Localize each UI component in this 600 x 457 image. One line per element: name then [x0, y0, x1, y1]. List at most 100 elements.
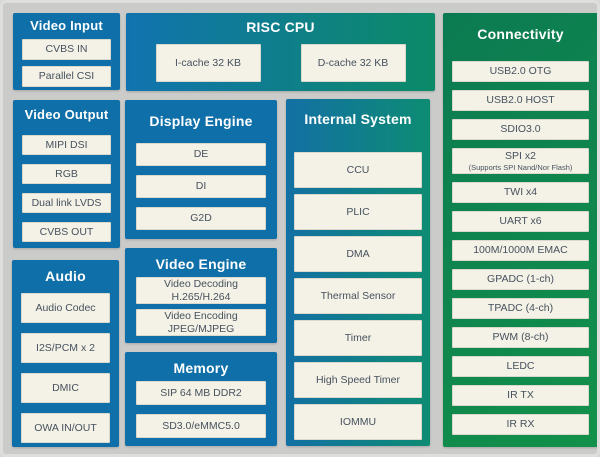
module-box: Audio Codec	[21, 293, 110, 323]
module-label: Video Decoding	[164, 278, 238, 290]
risc-cpu-block: RISC CPU I-cache 32 KB D-cache 32 KB	[126, 13, 435, 91]
module-label: D-cache 32 KB	[317, 56, 389, 69]
display-engine-block: Display Engine DE DI G2D	[125, 100, 277, 239]
module-label: DI	[195, 180, 207, 193]
module-label: OWA IN/OUT	[34, 421, 97, 434]
module-label: USB2.0 OTG	[489, 65, 552, 78]
audio-title: Audio	[45, 268, 86, 284]
video-output-block: Video Output MIPI DSI RGB Dual link LVDS CV…	[13, 100, 120, 248]
module-label: LEDC	[506, 359, 535, 372]
module-label: Thermal Sensor	[320, 289, 396, 302]
module-box: DMIC	[21, 373, 110, 403]
module-box: D-cache 32 KB	[300, 44, 406, 82]
module-label: SPI x2	[505, 150, 536, 162]
module-box: TWI x4	[452, 181, 589, 203]
module-box: SPI x2(Supports SPI Nand/Nor Flash)	[452, 148, 589, 174]
module-box: High Speed Timer	[294, 362, 422, 398]
video-input-block: Video Input CVBS IN Parallel CSI	[13, 13, 120, 90]
module-label: MIPI DSI	[45, 138, 88, 151]
module-label: IOMMU	[339, 415, 377, 428]
module-label: H.265/H.264	[171, 290, 231, 303]
module-label: UART x6	[499, 214, 542, 227]
module-box: I-cache 32 KB	[155, 44, 261, 82]
memory-title: Memory	[173, 360, 229, 376]
module-box: SIP 64 MB DDR2	[136, 381, 266, 405]
risc-cpu-title: RISC CPU	[246, 19, 315, 35]
module-label: SD3.0/eMMC5.0	[162, 419, 240, 432]
module-label: IR RX	[506, 417, 535, 430]
module-box: USB2.0 OTG	[452, 61, 589, 82]
module-label: Video Encoding	[164, 310, 238, 322]
connectivity-title: Connectivity	[477, 26, 564, 42]
module-box: DMA	[294, 236, 422, 272]
video-engine-title: Video Engine	[155, 256, 247, 272]
module-label: I-cache 32 KB	[175, 56, 241, 69]
display-engine-title: Display Engine	[149, 113, 253, 129]
module-label: GPADC (1-ch)	[487, 272, 554, 285]
module-label: DMIC	[52, 381, 79, 394]
module-label: TPADC (4-ch)	[487, 301, 554, 314]
video-input-title: Video Input	[30, 18, 103, 33]
module-label: High Speed Timer	[315, 373, 401, 386]
module-label: SIP 64 MB DDR2	[160, 386, 242, 399]
module-label: SDIO3.0	[500, 123, 541, 136]
module-box: LEDC	[452, 355, 589, 377]
module-box: IOMMU	[294, 404, 422, 440]
module-box: SDIO3.0	[452, 119, 589, 140]
module-box: UART x6	[452, 210, 589, 232]
module-box: OWA IN/OUT	[21, 413, 110, 443]
module-box: I2S/PCM x 2	[21, 333, 110, 363]
module-box: DI	[136, 175, 266, 198]
module-box: USB2.0 HOST	[452, 90, 589, 111]
display-engine-list: DE DI G2D	[136, 143, 266, 230]
module-label: CVBS IN	[45, 43, 88, 56]
module-box: DE	[136, 143, 266, 166]
module-label: Audio Codec	[35, 301, 96, 314]
module-box: IR TX	[452, 384, 589, 406]
module-box: IR RX	[452, 413, 589, 435]
connectivity-block: Connectivity USB2.0 OTG USB2.0 HOST SDIO3.…	[443, 13, 597, 447]
module-box: Dual link LVDS	[22, 193, 111, 213]
module-label: USB2.0 HOST	[486, 94, 555, 107]
module-box: Timer	[294, 320, 422, 356]
module-label: IR TX	[507, 388, 534, 401]
internal-system-block: Internal System CCU PLIC DMA Thermal Sensor…	[286, 99, 430, 446]
module-box: 100M/1000M EMAC	[452, 239, 589, 261]
module-label: CCU	[346, 163, 370, 176]
module-box: CCU	[294, 152, 422, 188]
module-label: I2S/PCM x 2	[36, 341, 95, 354]
module-box: CVBS IN	[22, 39, 111, 60]
module-label: Parallel CSI	[38, 70, 95, 83]
module-box: MIPI DSI	[22, 135, 111, 155]
module-label: JPEG/MJPEG	[167, 322, 235, 335]
internal-system-title: Internal System	[304, 111, 412, 127]
module-label: 100M/1000M EMAC	[473, 243, 568, 256]
module-label: G2D	[190, 212, 212, 225]
module-box: RGB	[22, 164, 111, 184]
module-label: TWI x4	[503, 185, 538, 198]
module-box: PWM (8-ch)	[452, 326, 589, 348]
module-label: PWM (8-ch)	[492, 330, 549, 343]
module-label: PLIC	[346, 205, 370, 218]
module-label: CVBS OUT	[39, 225, 94, 238]
module-box: Thermal Sensor	[294, 278, 422, 314]
module-label: Dual link LVDS	[31, 196, 102, 209]
module-label: DMA	[346, 247, 370, 260]
module-label: DE	[193, 148, 209, 161]
module-label: RGB	[55, 167, 78, 180]
module-box: G2D	[136, 207, 266, 230]
module-box: GPADC (1-ch)	[452, 268, 589, 290]
module-box: SD3.0/eMMC5.0	[136, 414, 266, 438]
video-output-title: Video Output	[24, 107, 109, 122]
risc-cpu-list: I-cache 32 KB D-cache 32 KB	[126, 44, 435, 82]
